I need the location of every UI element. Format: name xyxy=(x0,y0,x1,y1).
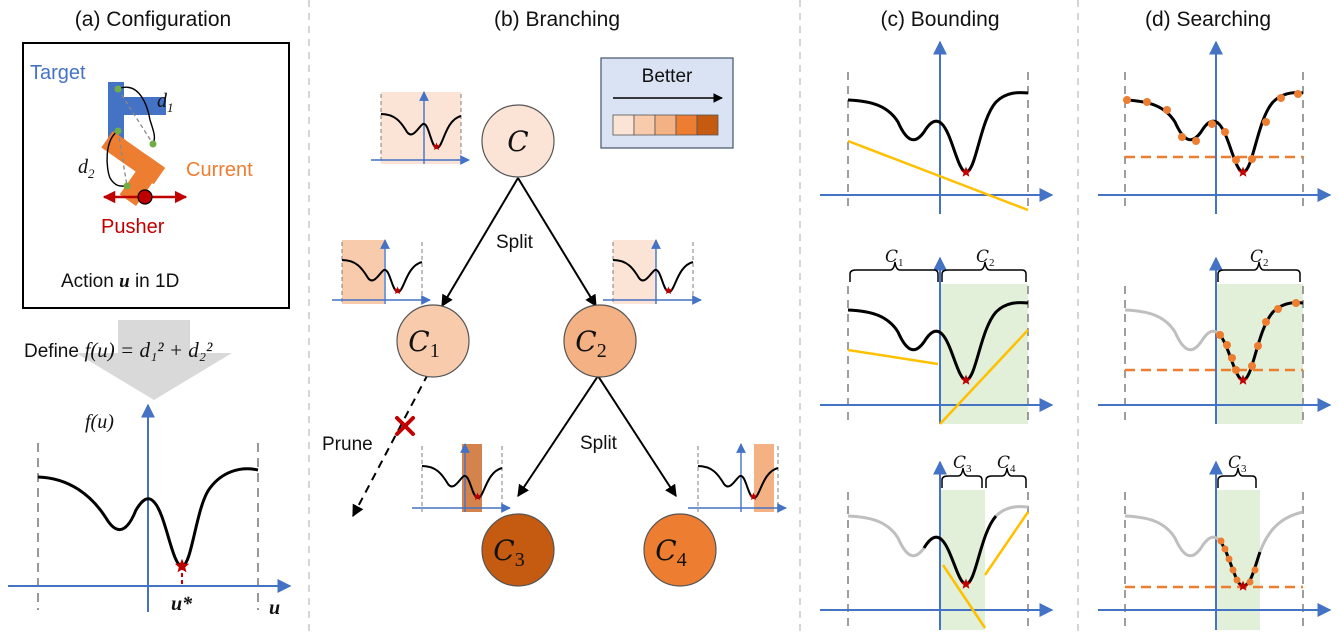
svg-text:C4: C4 xyxy=(655,534,686,571)
bounding-plot-3: C3 C4 xyxy=(820,453,1054,630)
panel-separators xyxy=(308,0,1079,634)
d1-label: d1 xyxy=(157,90,174,115)
bounding-c2-label: C2 xyxy=(976,247,995,269)
searching-plot-2: C2 xyxy=(1098,247,1332,424)
split-label-2: Split xyxy=(580,433,618,454)
prune-label: Prune xyxy=(322,434,373,455)
searching-c2-label: C2 xyxy=(1250,247,1269,269)
tree-edges xyxy=(352,177,677,518)
target-label: Target xyxy=(30,62,86,84)
prune-mark xyxy=(395,416,415,436)
node-c2: C2 xyxy=(563,304,637,378)
legend-swatch-4 xyxy=(675,114,698,136)
plot-a-xlabel: u xyxy=(269,597,280,619)
node-c3: C3 xyxy=(481,513,555,587)
searching-c3-label: C3 xyxy=(1228,453,1247,475)
plot-a: f(u) u u* xyxy=(8,403,292,619)
thumb-c1 xyxy=(332,239,431,305)
thumb-root xyxy=(371,91,470,165)
thumb-c2 xyxy=(603,239,702,305)
legend-swatch-1 xyxy=(612,114,635,136)
legend-better: Better xyxy=(600,57,734,149)
config-box: Target Current Pusher d1 d2 Action u in … xyxy=(22,42,290,309)
panel-title-d: (d) Searching xyxy=(1145,8,1271,31)
bounding-c4-label: C4 xyxy=(997,453,1016,475)
legend-title: Better xyxy=(642,66,693,87)
node-root: C xyxy=(481,104,555,178)
d2-label: d2 xyxy=(78,156,95,181)
svg-text:C3: C3 xyxy=(493,534,524,571)
bounding-plot-2: C1 C2 xyxy=(820,247,1054,425)
searching-plot-1 xyxy=(1098,40,1332,214)
plot-a-opt-label: u* xyxy=(171,593,193,615)
define-arrow xyxy=(76,320,232,400)
legend-swatch-2 xyxy=(633,114,656,136)
panel-title-b: (b) Branching xyxy=(494,8,620,31)
legend-swatch-3 xyxy=(654,114,677,136)
searching-plot-3: C3 xyxy=(1098,453,1332,630)
thumb-c3 xyxy=(412,443,511,513)
legend-swatch-5 xyxy=(696,114,719,136)
bounding-c1-label: C1 xyxy=(885,247,904,269)
current-label: Current xyxy=(186,159,253,181)
bounding-c3-label: C3 xyxy=(953,453,972,475)
split-label-1: Split xyxy=(496,232,534,253)
panel-title-c: (c) Bounding xyxy=(880,8,999,31)
svg-text:C2: C2 xyxy=(575,325,606,362)
thumb-c4 xyxy=(688,443,787,513)
bounding-plot-1 xyxy=(820,40,1054,214)
pusher-dot xyxy=(137,189,153,205)
define-formula: Define f(u) = d₁² + d₂² xyxy=(24,338,213,362)
plot-a-ylabel: f(u) xyxy=(85,411,114,433)
action-caption: Action u in 1D xyxy=(61,271,179,292)
svg-text:C: C xyxy=(507,125,528,158)
node-c1: C1 xyxy=(396,304,470,378)
pusher-label: Pusher xyxy=(101,216,165,238)
svg-text:C1: C1 xyxy=(408,325,439,362)
node-c4: C4 xyxy=(643,513,717,587)
panel-title-a: (a) Configuration xyxy=(75,8,231,31)
